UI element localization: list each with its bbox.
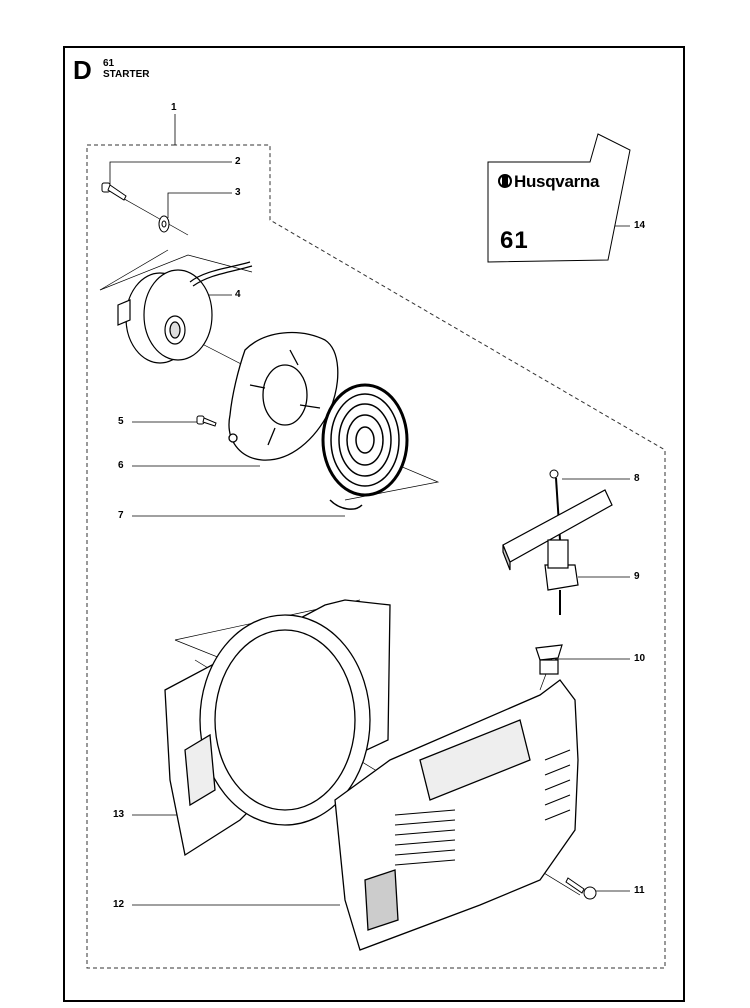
part-6-cover	[228, 331, 339, 461]
callout-10: 10	[634, 653, 646, 664]
diagram-frame	[63, 46, 685, 1002]
section-number: 61	[103, 58, 115, 69]
part-11-screw	[565, 877, 597, 900]
part-3-washer	[158, 215, 170, 233]
callout-3: 3	[235, 187, 241, 198]
callout-6: 6	[118, 460, 124, 471]
part-5-screw	[196, 415, 217, 427]
part-7-recoil-spring	[321, 383, 409, 510]
part-2-screw	[101, 182, 127, 201]
part-14-decal	[487, 133, 631, 263]
callout-12: 12	[113, 899, 125, 910]
callout-5: 5	[118, 416, 124, 427]
part-10-guide	[535, 644, 563, 675]
part-13-plate	[164, 599, 391, 857]
assembly-group-outline	[86, 144, 666, 969]
decal-model-text: 61	[500, 227, 529, 254]
leader-lines	[109, 114, 630, 906]
part-9-handle	[502, 489, 613, 591]
callout-8: 8	[634, 473, 640, 484]
section-letter: D	[73, 55, 92, 85]
callout-11: 11	[634, 885, 645, 896]
decal-brand-text: Husqvarna	[514, 172, 600, 191]
part-4-pulley	[117, 261, 253, 364]
callout-2: 2	[235, 156, 241, 167]
callout-14: 14	[634, 220, 646, 231]
callout-1: 1	[171, 102, 177, 113]
callout-4: 4	[235, 289, 241, 300]
callout-13: 13	[113, 809, 125, 820]
callout-7: 7	[118, 510, 124, 521]
husqvarna-crown-logo	[498, 174, 512, 188]
part-12-housing	[334, 679, 579, 951]
section-title: STARTER	[103, 69, 150, 80]
callout-9: 9	[634, 571, 640, 582]
